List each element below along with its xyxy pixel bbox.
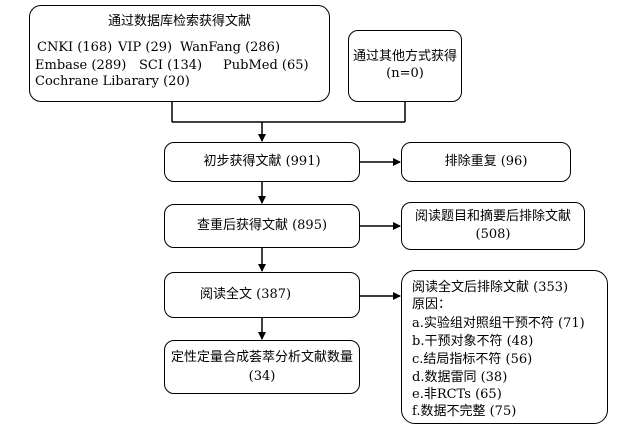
deduplicated-records-box [164,204,360,248]
exclusion-reasons-label: 原因： [412,297,452,312]
db-pubmed: PubMed (65) [223,58,309,73]
initial-records-label: 初步获得文献 (991) [203,154,321,169]
final-included-count: (34) [248,369,276,384]
other-sources-count: (n=0) [386,66,424,81]
exclusion-reason-item: a.实验组对照组干预不符 (71) [412,316,585,331]
database-search-box [29,5,330,102]
exclusion-reason-item: f.数据不完整 (75) [412,404,517,419]
full-text-read-label: 阅读全文 (387) [200,287,292,302]
full-text-read-box [164,272,360,318]
other-sources-box [348,30,462,102]
exclusion-reason-item: c.结局指标不符 (56) [412,352,533,367]
other-sources-label: 通过其他方式获得 [352,49,457,64]
final-included-box [164,340,360,394]
title-abstract-excluded-label: 阅读题目和摘要后排除文献 [414,209,571,224]
title-abstract-excluded-count: (508) [475,227,511,242]
db-cnki: CNKI (168) [37,40,113,55]
db-cochrane: Cochrane Libarary (20) [35,74,190,89]
title-abstract-excluded-box [401,202,585,250]
initial-records-box [164,142,360,182]
db-vip: VIP (29) [118,40,173,55]
final-included-label: 定性定量合成荟萃分析文献数量 [170,350,353,365]
exclusion-reason-item: e.非RCTs (65) [412,387,502,402]
db-embase: Embase (289) [35,58,127,73]
exclusion-reason-item: b.干预对象不符 (48) [412,334,534,349]
database-search-title: 通过数据库检索获得文献 [107,14,251,29]
deduplicated-records-label: 查重后获得文献 (895) [196,218,328,233]
exclusion-reason-item: d.数据雷同 (38) [412,370,508,385]
duplicates-removed-label: 排除重复 (96) [444,154,528,169]
full-text-excluded-box [401,270,608,424]
full-text-excluded-title: 阅读全文后排除文献 (353) [412,280,569,295]
duplicates-removed-box [401,142,571,182]
db-wanfang: WanFang (286) [180,40,281,55]
db-sci: SCI (134) [139,58,203,73]
